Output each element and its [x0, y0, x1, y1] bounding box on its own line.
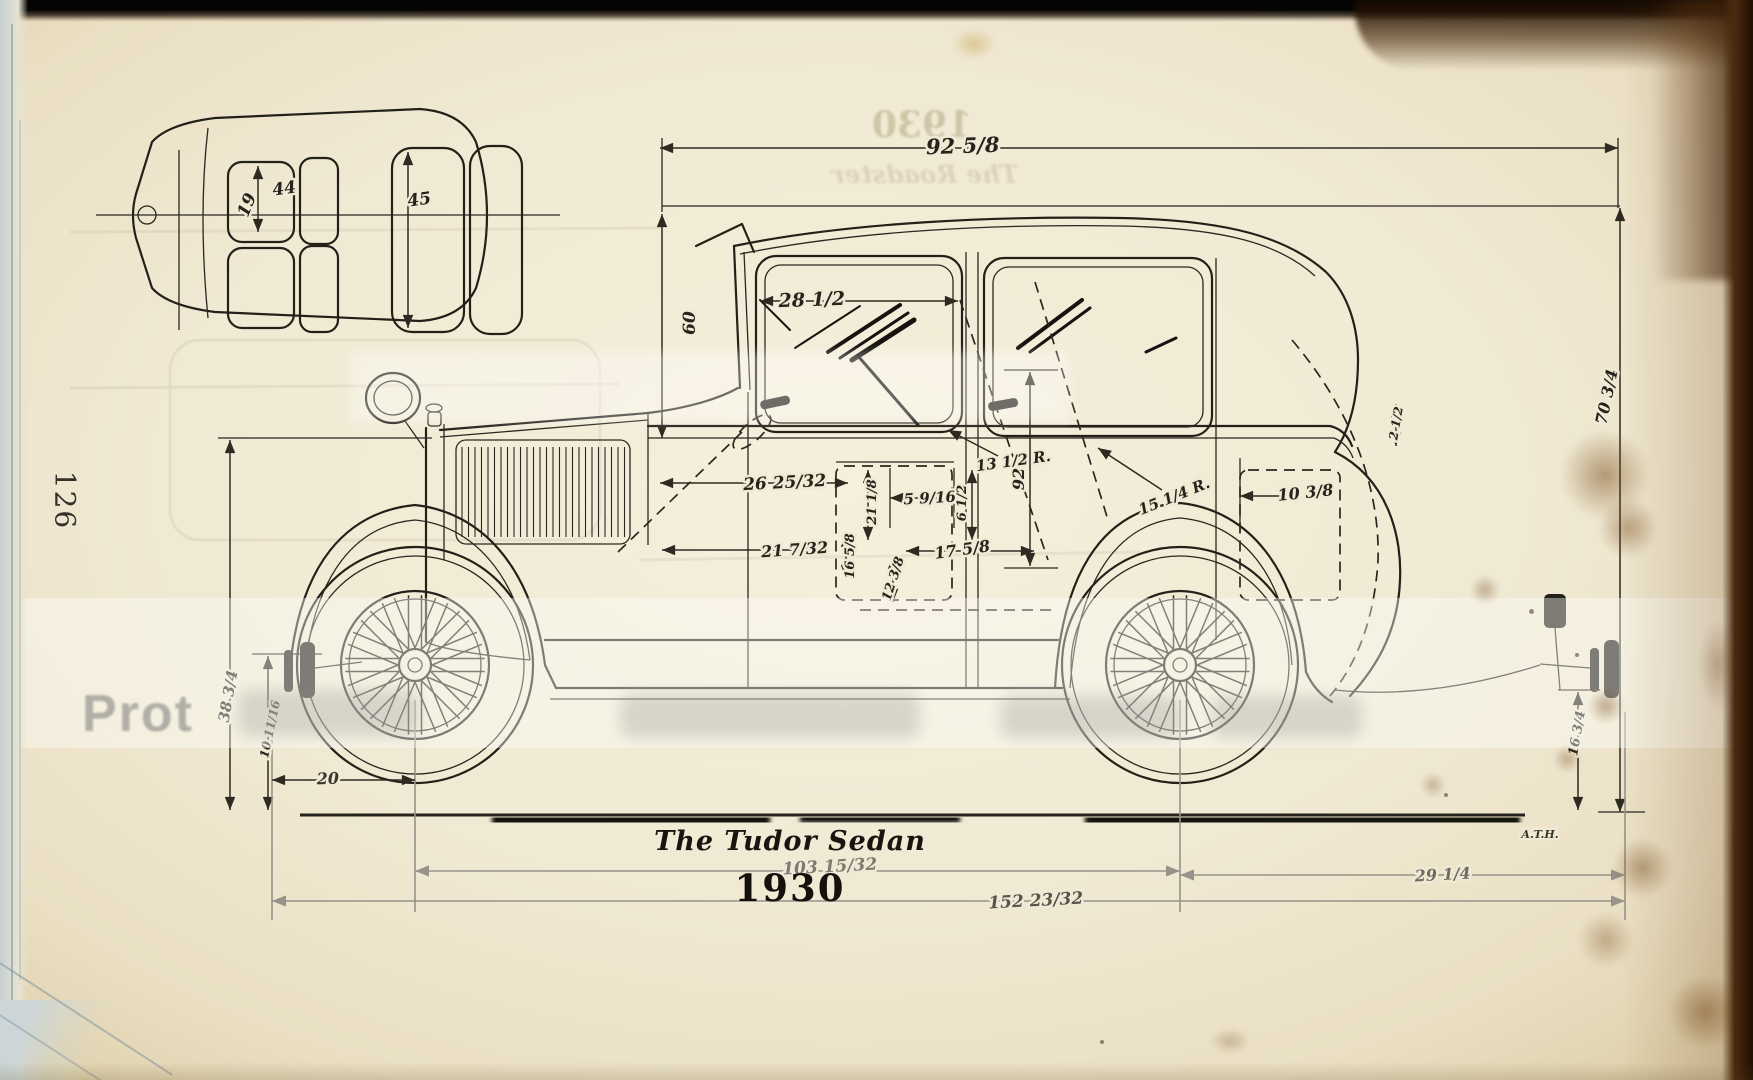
- page-top-edge: [0, 0, 1753, 22]
- stain: [1612, 838, 1672, 898]
- page-stack-line: [11, 24, 13, 1034]
- dimension-label-plan_rear_width: 45: [406, 188, 432, 211]
- dimension-label-box_5: 5 9/16: [903, 488, 957, 509]
- speck: [1575, 653, 1579, 657]
- page-number: 126: [48, 470, 82, 531]
- dimension-label-front_overhang_20: 20: [315, 769, 339, 789]
- front-bumper: [300, 642, 315, 698]
- speck: [1100, 1040, 1104, 1044]
- dimension-label-body_height_60: 60: [680, 311, 700, 335]
- dimension-label-front_window_width: 28 1/2: [777, 288, 845, 312]
- stain: [1420, 772, 1446, 798]
- page-left-edge: [0, 0, 28, 1080]
- dimension-label-rear_overhang_29: 29 1/4: [1413, 864, 1471, 886]
- dimension-label-seat_21: 21 1/8: [865, 479, 880, 525]
- caption-title: The Tudor Sedan: [654, 826, 926, 857]
- side-view-drawing: [284, 216, 1619, 830]
- taillamp: [1544, 594, 1566, 628]
- speck: [1444, 793, 1448, 797]
- dimension-label-rear_2: 2 1/2: [1386, 406, 1406, 443]
- ground-smudge: [491, 809, 1521, 830]
- front-door-window: [754, 254, 964, 434]
- dimension-label-seat_12: 12 3/8: [880, 555, 908, 603]
- stain: [1553, 745, 1581, 773]
- speck: [1529, 609, 1534, 614]
- glass-glare: [759, 298, 1178, 427]
- dimension-label-overall_width: 92 5/8: [926, 132, 1001, 160]
- door-handle: [760, 395, 790, 410]
- dimension-label-seat_16: 16 5/8: [843, 533, 858, 578]
- dimension-label-seat_17: 17 5/8: [933, 536, 991, 563]
- dimension-label-plan_front_width: 44: [271, 177, 297, 200]
- dimension-label-overall_height_70: 70 3/4: [1592, 368, 1622, 427]
- stain: [1470, 575, 1500, 605]
- caption-year: 1930: [734, 866, 846, 910]
- stain: [1560, 430, 1650, 520]
- dimension-label-rear_win_10: 10 3/8: [1277, 480, 1335, 505]
- stain: [1210, 1028, 1250, 1054]
- dimension-label-cowl_26: 26 25/32: [742, 471, 827, 495]
- headlamp: [364, 371, 422, 425]
- watermark-text: Prot: [82, 685, 194, 743]
- page-stack-line: [19, 120, 21, 980]
- dimension-label-door_92: 92: [1009, 468, 1028, 490]
- watermark-band: Prot: [0, 598, 1753, 748]
- page-bottom-shade: [0, 1062, 1753, 1080]
- stain: [952, 28, 996, 60]
- rear-quarter-window: [982, 256, 1214, 438]
- scan-haze: [350, 352, 1070, 422]
- stain: [1578, 912, 1634, 968]
- dimension-label-seat_6: 6 1/2: [955, 485, 970, 521]
- stain: [1588, 688, 1624, 724]
- dimension-lines: [218, 138, 1645, 920]
- stain: [1598, 498, 1658, 558]
- hood-louvres: [455, 439, 631, 545]
- page-right-edge: [1722, 0, 1753, 1080]
- plan-view-drawing: [96, 107, 560, 336]
- construction-lines: [617, 281, 1379, 697]
- dimension-label-signature: A.T.H.: [1520, 828, 1558, 841]
